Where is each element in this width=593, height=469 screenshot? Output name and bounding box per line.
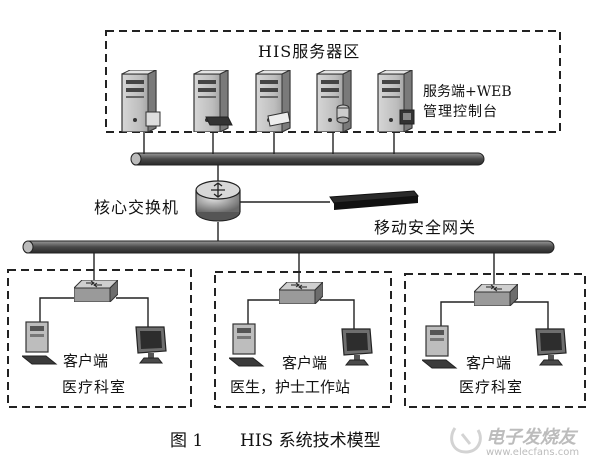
server-bus [130, 152, 485, 166]
gateway-label: 移动安全网关 [374, 218, 477, 237]
server-4-icon [316, 70, 352, 132]
server-2-icon [193, 70, 233, 132]
server-5-icon [377, 70, 415, 132]
gateway-appliance-icon [329, 190, 419, 210]
zone-1-monitor-icon [135, 326, 167, 364]
client-zone-3-border [404, 273, 586, 408]
zone-2-pc-icon [229, 323, 264, 367]
server-zone-title: HIS服务器区 [258, 42, 361, 61]
zone-3-monitor-icon [535, 328, 567, 366]
watermark-logo-icon [450, 427, 482, 454]
watermark-text: 电子发烧友 [486, 427, 576, 448]
router-switch-icon [195, 180, 241, 222]
zone-2-switch-icon [279, 282, 323, 304]
zone-3-pc-icon [422, 325, 457, 369]
client-zone-1-border [7, 269, 192, 408]
watermark-site: www.elecfans.com [486, 447, 580, 458]
server-note-line-2: 管理控制台 [423, 104, 498, 120]
server-3-icon [255, 70, 291, 132]
server-links [143, 129, 395, 241]
client-links [39, 253, 549, 329]
zone-2-monitor-icon [341, 328, 373, 366]
server-1-icon [121, 70, 161, 132]
client-zone-3-subtitle: 医疗科室 [459, 378, 524, 396]
figure-title: HIS 系统技术模型 [240, 431, 381, 451]
client-bus [22, 240, 555, 254]
client-zone-1-subtitle: 医疗科室 [62, 378, 127, 396]
figure-number: 图 1 [170, 431, 204, 451]
zone-3-switch-icon [474, 284, 518, 306]
client-zone-2-title: 客户端 [282, 354, 328, 372]
client-zone-3-title: 客户端 [466, 354, 512, 372]
server-note-line-1: 服务端+WEB [423, 84, 512, 100]
client-zone-2-subtitle: 医生，护士工作站 [230, 378, 351, 396]
core-switch-label: 核心交换机 [94, 198, 180, 217]
client-zone-1-title: 客户端 [63, 352, 109, 370]
zone-1-switch-icon [74, 280, 118, 302]
zone-1-pc-icon [22, 321, 57, 365]
